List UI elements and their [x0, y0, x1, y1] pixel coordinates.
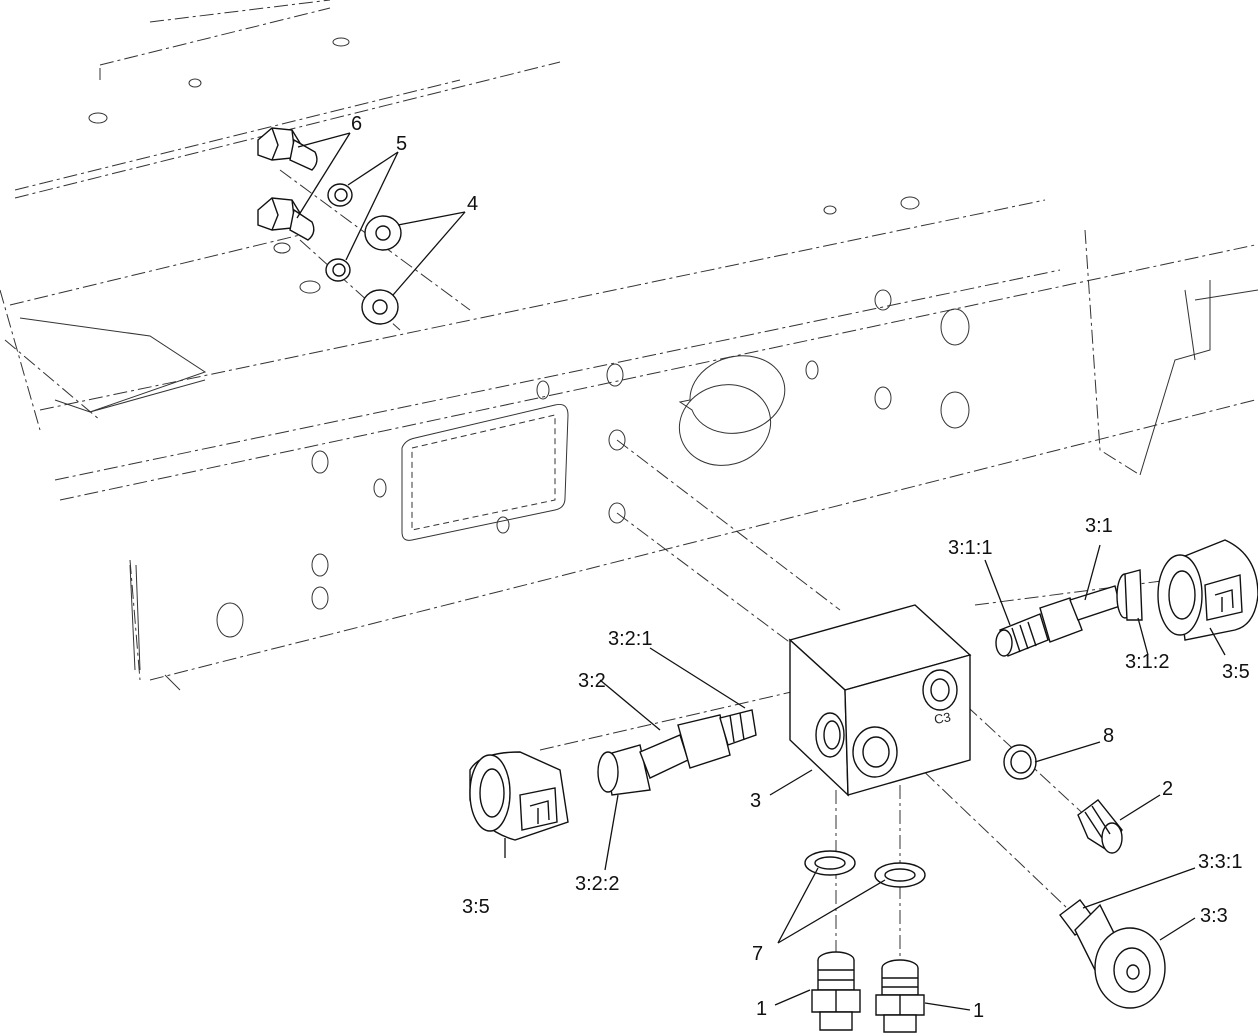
callout-3-1-1: 3:1:1 — [948, 537, 992, 559]
relief-valve — [1059, 899, 1166, 1009]
callout-1-right: 1 — [973, 1000, 984, 1022]
plug-2 — [1077, 799, 1123, 854]
callout-3-3-1: 3:3:1 — [1198, 851, 1242, 873]
cartridge-right — [995, 569, 1143, 657]
port-marking-c3: C3 — [933, 709, 952, 727]
callout-6: 6 — [351, 113, 362, 135]
frame-phantom — [0, 0, 1258, 970]
callout-labels: 6 5 4 3:1:1 3:1 3:5 3:1:2 3:2:1 3:2 8 3 … — [351, 113, 1250, 1022]
leader-lines — [296, 132, 1226, 1011]
bolt-upper — [257, 127, 318, 171]
o-ring-7-left — [804, 850, 856, 876]
callout-4: 4 — [467, 193, 478, 215]
cartridge-left — [597, 709, 757, 796]
bolt-lower — [257, 197, 315, 241]
coil-right — [1157, 539, 1258, 641]
callout-3-3: 3:3 — [1200, 905, 1228, 927]
flat-washer-upper — [364, 215, 402, 251]
lock-washer-lower — [325, 258, 351, 282]
callout-3-1-2: 3:1:2 — [1125, 651, 1169, 673]
callout-7: 7 — [752, 943, 763, 965]
coil-left — [469, 751, 569, 841]
callout-3: 3 — [750, 790, 761, 812]
callout-3-1: 3:1 — [1085, 515, 1113, 537]
callout-1-left: 1 — [756, 998, 767, 1020]
flat-washer-lower — [361, 289, 399, 325]
o-ring-8 — [1003, 744, 1037, 780]
fitting-1-right — [875, 959, 925, 1033]
valve-block: C3 — [788, 604, 972, 797]
fitting-1-left — [811, 951, 861, 1031]
lock-washer-upper — [327, 183, 353, 207]
callout-3-2: 3:2 — [578, 670, 606, 692]
callout-3-2-2: 3:2:2 — [575, 873, 619, 895]
callout-2: 2 — [1162, 778, 1173, 800]
callout-3-2-1: 3:2:1 — [608, 628, 652, 650]
o-ring-7-right — [874, 862, 926, 888]
callout-3-5-right: 3:5 — [1222, 661, 1250, 683]
callout-8: 8 — [1103, 725, 1114, 747]
callout-3-5-left: 3:5 — [462, 896, 490, 918]
callout-5: 5 — [396, 133, 407, 155]
